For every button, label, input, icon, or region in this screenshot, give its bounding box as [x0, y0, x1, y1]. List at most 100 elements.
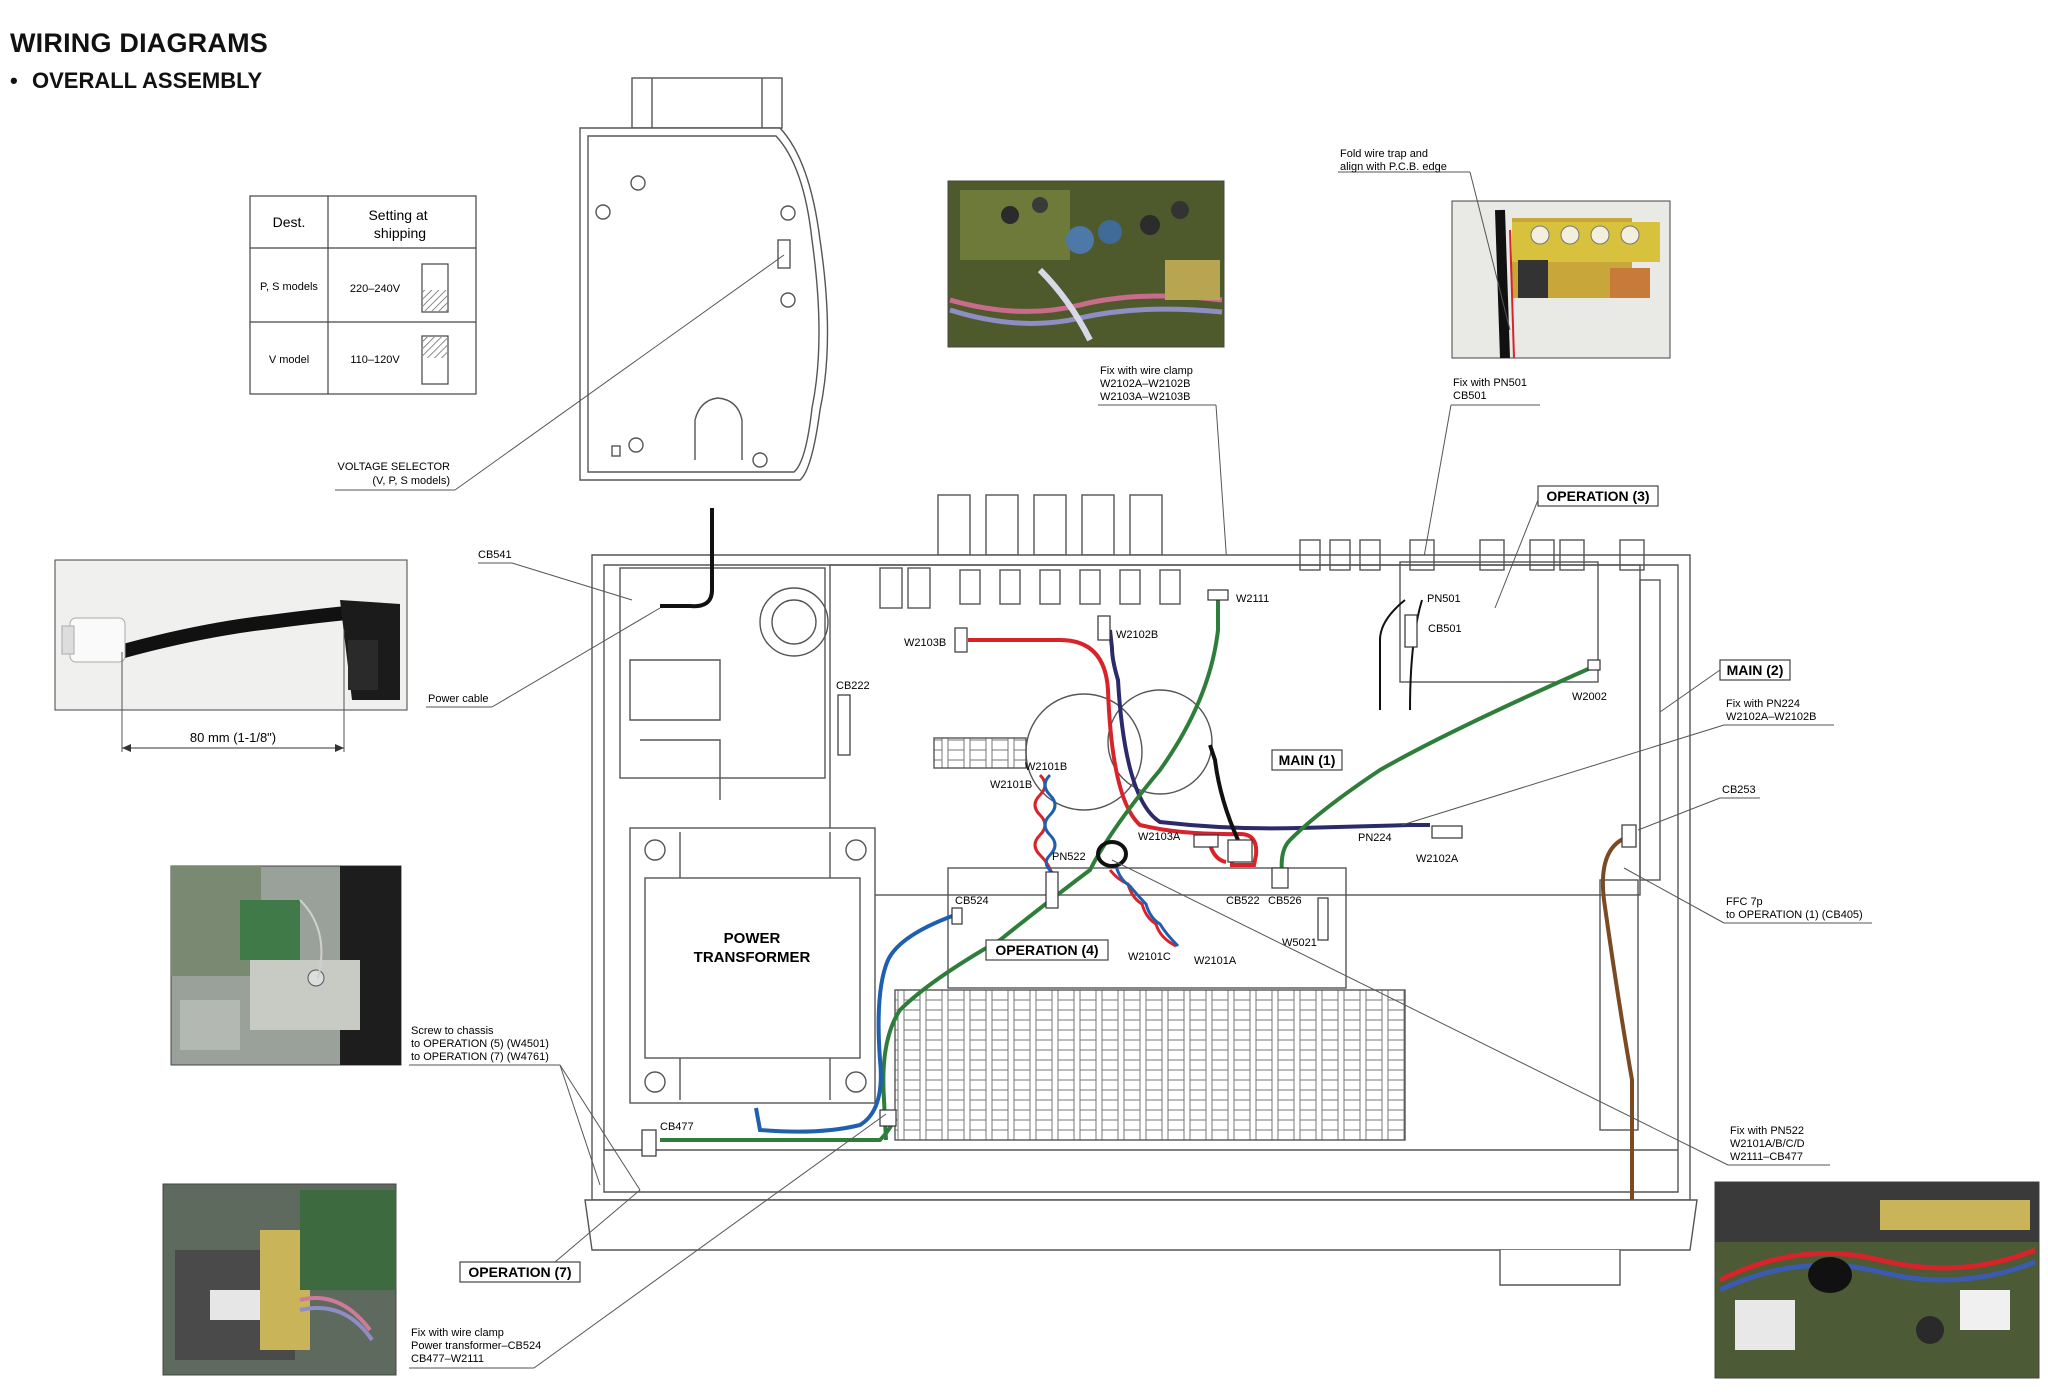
table-header-setting: Setting at shipping: [368, 207, 431, 241]
rear-panel-drawing: [579, 77, 829, 481]
board-label-main1: MAIN (1): [1271, 749, 1343, 771]
label-pn224: PN224: [1358, 832, 1392, 844]
leader-ffc: [1623, 867, 1725, 924]
bullet: •: [10, 68, 18, 93]
label-power-cable: Power cable: [428, 693, 489, 705]
table-cell-voltage-v: 110–120V: [350, 354, 400, 366]
wire-green-w2111: [881, 595, 1220, 1141]
knob-row: [937, 494, 1163, 556]
label-cb522: CB522: [1226, 895, 1260, 907]
callout-ffc-l2: to OPERATION (1) (CB405): [1726, 909, 1863, 921]
label-w2101b-b: W2101B: [990, 779, 1032, 791]
callout-fold-trap-l2: align with P.C.B. edge: [1340, 161, 1447, 173]
label-cb526: CB526: [1268, 895, 1302, 907]
label-cb501: CB501: [1428, 623, 1462, 635]
callout-fix-clamp-bottom-l3: CB477–W2111: [411, 1353, 484, 1365]
wire-twisted-w2101a-blue: [1114, 865, 1180, 948]
table-header-setting-l2: shipping: [374, 225, 426, 241]
leader-fold-trap: [1469, 171, 1511, 331]
leader-op7: [554, 1189, 641, 1263]
wire-green-w2002: [1279, 664, 1596, 873]
board-label-op4: OPERATION (4): [985, 939, 1109, 961]
callout-fix-pn522-l1: Fix with PN522: [1730, 1125, 1804, 1137]
wire-red-w2103b: [968, 638, 1259, 867]
photo-rca-jacks: [1451, 200, 1671, 359]
dimension-label: 80 mm (1-1/8"): [190, 730, 276, 745]
photo-screw-chassis: [170, 865, 402, 1066]
leader-screw-a: [559, 1064, 601, 1186]
leader-main2: [1659, 669, 1721, 713]
switch-icon-v: [421, 335, 449, 385]
page-subtitle: • OVERALL ASSEMBLY: [10, 68, 262, 94]
photo-transformer-wiring: [162, 1183, 397, 1376]
label-cb524: CB524: [955, 895, 989, 907]
label-w2101b-a: W2101B: [1025, 761, 1067, 773]
callout-screw-l2: to OPERATION (5) (W4501): [411, 1038, 549, 1050]
callout-fix-clamp-top-l3: W2103A–W2103B: [1100, 391, 1191, 403]
label-w2102b: W2102B: [1116, 629, 1158, 641]
label-voltage-selector-l2: (V, P, S models): [372, 475, 450, 487]
wire-blue-cb524: [754, 913, 956, 1134]
connector-icons: [641, 589, 1637, 1157]
transformer-label-l2: TRANSFORMER: [694, 949, 811, 966]
clamp-pn522: [1096, 840, 1128, 868]
label-cb477: CB477: [660, 1121, 694, 1133]
label-cb541: CB541: [478, 549, 512, 561]
leader-screw-b: [559, 1064, 641, 1191]
board-label-op7-text: OPERATION (7): [468, 1264, 571, 1280]
voltage-table: Dest. Setting at shipping P, S models 22…: [249, 195, 477, 395]
board-label-op4-text: OPERATION (4): [995, 942, 1098, 958]
board-label-main2: MAIN (2): [1719, 659, 1791, 681]
label-w2101a: W2101A: [1194, 955, 1237, 967]
label-w2102a: W2102A: [1416, 853, 1459, 865]
callout-fix-pn501-l2: CB501: [1453, 390, 1487, 402]
leader-power-cable: [491, 607, 661, 708]
label-w2002: W2002: [1572, 691, 1607, 703]
callout-fix-clamp-top-l2: W2102A–W2102B: [1100, 378, 1191, 390]
callout-screw-l3: to OPERATION (7) (W4761): [411, 1051, 549, 1063]
table-cell-dest-ps: P, S models: [260, 281, 318, 293]
wire-navy-w2102b: [1108, 629, 1430, 831]
subtitle-text: OVERALL ASSEMBLY: [32, 68, 263, 93]
label-voltage-selector-l1: VOLTAGE SELECTOR: [338, 461, 451, 473]
chassis-drawing: [584, 494, 1698, 1286]
board-label-op7: OPERATION (7): [459, 1261, 581, 1283]
board-label-main1-text: MAIN (1): [1279, 752, 1336, 768]
leader-cb541-diag: [511, 562, 633, 601]
table-header-dest: Dest.: [273, 214, 306, 230]
label-w2103a: W2103A: [1138, 831, 1181, 843]
callout-fix-pn224-l2: W2102A–W2102B: [1726, 711, 1817, 723]
label-w5021: W5021: [1282, 937, 1317, 949]
dim-arrow-left: [122, 744, 131, 752]
photo-main-pcb-top: [947, 180, 1225, 348]
wire-black-bundle: [1208, 744, 1240, 841]
callout-fix-pn522-l3: W2111–CB477: [1730, 1151, 1803, 1163]
dim-arrow-right: [335, 744, 344, 752]
callout-screw-l1: Screw to chassis: [411, 1025, 494, 1037]
leader-voltage-selector: [454, 254, 785, 491]
table-header-setting-l1: Setting at: [368, 207, 427, 223]
callout-fix-clamp-bottom-l1: Fix with wire clamp: [411, 1327, 504, 1339]
label-cb253: CB253: [1722, 784, 1756, 796]
transformer-label-l1: POWER: [724, 930, 781, 947]
photo-power-cable: [54, 559, 408, 711]
leader-fix-pn224: [1401, 724, 1725, 826]
leader-cb253: [1637, 797, 1721, 831]
board-label-op3: OPERATION (3): [1537, 485, 1659, 507]
leader-fix-pn522: [1111, 859, 1729, 1166]
callout-fold-trap-l1: Fold wire trap and: [1340, 148, 1428, 160]
leader-op3: [1494, 499, 1539, 609]
table-cell-voltage-ps: 220–240V: [350, 283, 401, 295]
label-w2111: W2111: [1236, 593, 1269, 605]
photo-pn522-clamp: [1714, 1181, 2040, 1379]
label-w2101c: W2101C: [1128, 951, 1171, 963]
board-label-main2-text: MAIN (2): [1727, 662, 1784, 678]
wire-power-cable: [660, 508, 714, 609]
board-label-op3-text: OPERATION (3): [1546, 488, 1649, 504]
wire-brown-ffc: [1600, 836, 1634, 1200]
leader-fix-clamp-bottom: [533, 1113, 887, 1369]
switch-icon-ps: [421, 263, 449, 313]
callout-fix-clamp-bottom-l2: Power transformer–CB524: [411, 1340, 541, 1352]
table-cell-dest-v: V model: [269, 354, 309, 366]
